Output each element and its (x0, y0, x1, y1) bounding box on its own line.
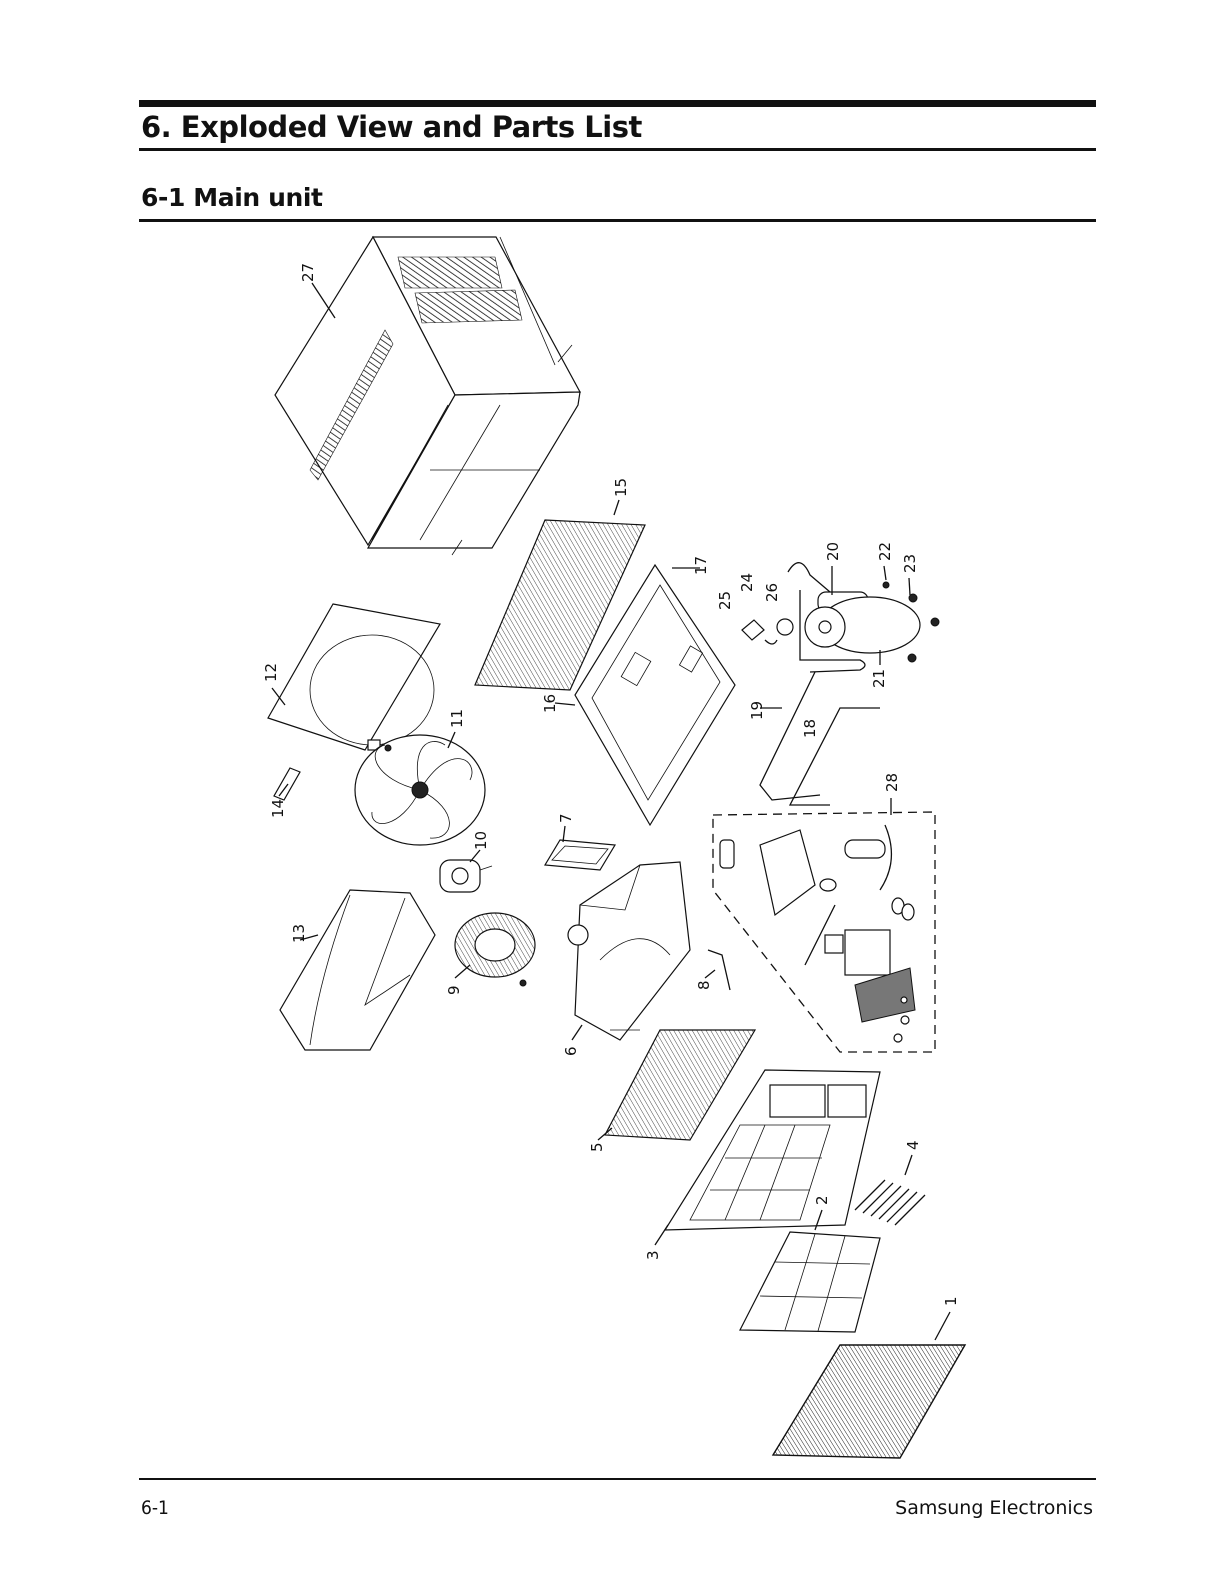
callout-10: 10 (472, 831, 490, 850)
callout-21: 21 (870, 669, 888, 688)
refrigerant-pipe-part (760, 672, 880, 805)
callout-9: 9 (445, 985, 463, 995)
callout-20: 20 (824, 542, 842, 561)
callout-8: 8 (695, 980, 713, 990)
blower-wheel-part (455, 913, 535, 986)
callout-11: 11 (448, 709, 466, 728)
callout-22: 22 (876, 542, 894, 561)
callout-16: 16 (541, 694, 559, 713)
callout-14: 14 (269, 799, 287, 818)
callout-7: 7 (557, 813, 575, 823)
front-grille-part (773, 1345, 965, 1458)
footer-rule (139, 1478, 1096, 1480)
callout-2: 2 (813, 1195, 831, 1205)
cover-part (545, 840, 615, 870)
callout-17: 17 (692, 556, 710, 575)
cabinet-part (275, 237, 580, 555)
scroll-housing-part (280, 890, 435, 1050)
filter-part (740, 1232, 880, 1332)
callout-26: 26 (763, 583, 781, 602)
callout-18: 18 (801, 719, 819, 738)
callout-13: 13 (290, 924, 308, 943)
callout-5: 5 (588, 1142, 606, 1152)
callout-27: 27 (299, 263, 317, 282)
control-box-group (713, 812, 935, 1052)
bracket-part (274, 768, 300, 800)
callout-25: 25 (716, 591, 734, 610)
shroud-part (268, 604, 440, 750)
callout-3: 3 (644, 1250, 662, 1260)
fan-motor-part (440, 860, 492, 892)
footer-company: Samsung Electronics (895, 1497, 1093, 1519)
callout-1: 1 (942, 1296, 960, 1306)
callout-6: 6 (562, 1046, 580, 1056)
propeller-fan-part (355, 735, 485, 845)
inner-housing-part (568, 862, 690, 1040)
page-number: 6-1 (141, 1497, 169, 1519)
louver-part (855, 1180, 925, 1225)
callout-23: 23 (901, 554, 919, 573)
callout-12: 12 (262, 663, 280, 682)
callout-24: 24 (738, 573, 756, 592)
callout-19: 19 (748, 701, 766, 720)
callout-15: 15 (612, 478, 630, 497)
callout-28: 28 (883, 773, 901, 792)
callout-4: 4 (904, 1140, 922, 1150)
